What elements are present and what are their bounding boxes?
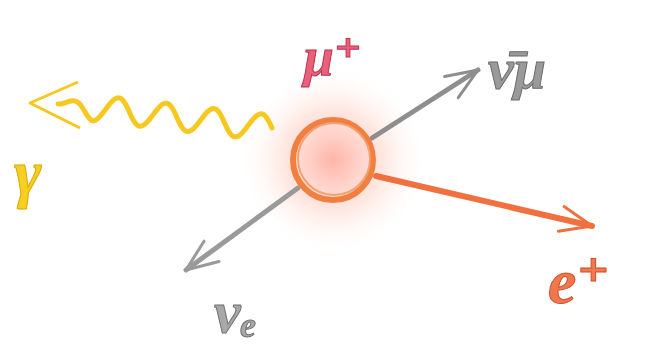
particle-node: μ⁺ bbox=[278, 30, 388, 210]
photon-wave-head bbox=[30, 82, 80, 128]
particle-label: γ bbox=[14, 140, 41, 206]
antineutrino-arrow bbox=[372, 70, 478, 138]
particle-label: νₑ bbox=[214, 282, 257, 342]
positron-arrow-head bbox=[558, 207, 592, 232]
neutrino-arrow-head bbox=[186, 241, 219, 270]
antineutrino-arrow-head bbox=[445, 70, 478, 98]
glow bbox=[238, 65, 428, 255]
particle-label: ν̄μ bbox=[488, 40, 546, 98]
particle-label: e⁺ bbox=[548, 250, 610, 314]
neutrino-arrow bbox=[186, 188, 298, 270]
positron-arrow bbox=[376, 176, 592, 226]
photon-wave bbox=[58, 98, 272, 137]
particle-name: μ⁺ bbox=[278, 30, 388, 84]
